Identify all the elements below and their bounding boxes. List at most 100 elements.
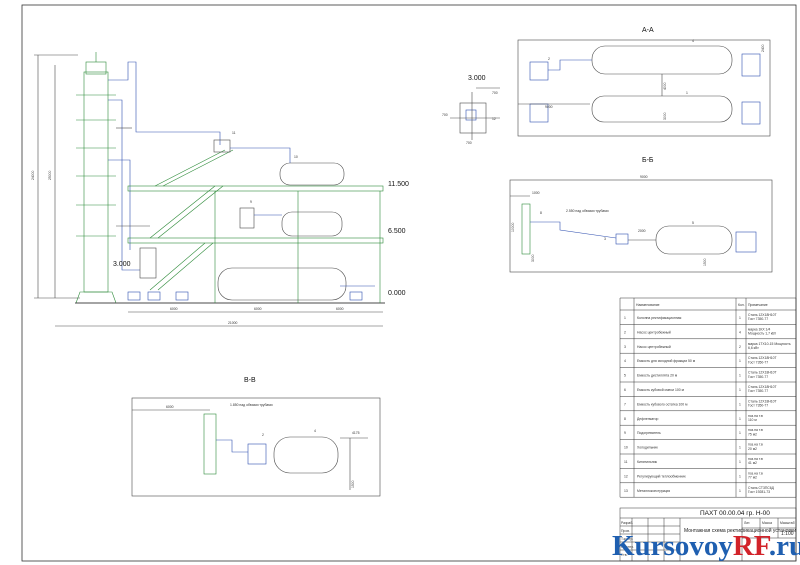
table-cell-name: Дефлегматор — [637, 417, 659, 421]
item-no-10: 10 — [294, 155, 298, 159]
detail-view-labels: 3.000 700 700 700 12 — [442, 75, 498, 145]
detail-dim-3: 700 — [466, 141, 472, 145]
dim-aa-4: 2400 — [761, 44, 765, 52]
dim-height-col: 25000 — [48, 170, 52, 180]
dim-bb-2: 1000 — [532, 191, 540, 195]
table-header-1: Наименование — [636, 303, 660, 307]
table-cell-qty: 1 — [739, 316, 741, 320]
dim-span1: 6000 — [170, 307, 178, 311]
table-header-2: Кол. — [738, 303, 745, 307]
item-bb-5: 5 — [692, 221, 694, 225]
vessel-vv — [273, 436, 339, 474]
role-4: Н.контр. — [621, 545, 634, 549]
dim-aa-2: 3000 — [663, 112, 667, 120]
table-cell-name: Насос центробежный — [637, 330, 671, 334]
vessel-bb — [655, 225, 733, 255]
table-cell-num: 9 — [624, 431, 626, 435]
table-cell-name: Колонна ректификационная — [637, 316, 681, 320]
dim-total-width: 21000 — [228, 321, 238, 325]
table-cell-num: 5 — [624, 374, 626, 378]
item-aa-1: 1 — [686, 91, 688, 95]
table-cell-qty: 1 — [739, 359, 741, 363]
level-top: 11.500 — [388, 181, 409, 188]
floor-top — [127, 185, 384, 192]
table-cell-name: Кипятильник — [637, 460, 657, 464]
section-vv-title: В-В — [244, 377, 256, 384]
table-cell-qty: 1 — [739, 388, 741, 392]
section-aa — [517, 39, 771, 137]
watermark-part-2: RF — [732, 530, 769, 562]
dim-vv-2: 4175 — [352, 431, 360, 435]
table-cell-qty: 4 — [739, 330, 741, 334]
section-aa-title: A-A — [642, 27, 654, 34]
table-cell-qty: 1 — [739, 474, 741, 478]
table-cell-num: 7 — [624, 402, 626, 406]
item-no-9: 9 — [250, 200, 252, 204]
table-cell-name: Емкость для исходной фракции 50 м — [637, 359, 696, 363]
table-cell-num: 10 — [624, 446, 628, 450]
item-vv-2: 2 — [262, 433, 264, 437]
table-cell-num: 6 — [624, 388, 626, 392]
item-no-11: 11 — [232, 131, 236, 135]
table-cell-qty: 1 — [739, 460, 741, 464]
item-aa-2: 2 — [548, 57, 550, 61]
table-cell-name: Емкость кубовой смеси 100 м — [637, 388, 685, 392]
table-cell-qty: 1 — [739, 374, 741, 378]
drawing-scale: 1:100 — [781, 531, 794, 537]
dim-bb-4: 3000 — [531, 254, 535, 262]
dim-bb-6: 1500 — [703, 258, 707, 266]
table-header-3: Примечание — [748, 303, 768, 307]
table-cell-qty: 1 — [739, 417, 741, 421]
section-bb — [509, 179, 773, 273]
table-cell-qty: 1 — [739, 489, 741, 493]
table-cell-num: 4 — [624, 359, 626, 363]
role-3: Т.контр. — [621, 537, 633, 541]
table-cell-name: Емкость дистиллята 20 м — [637, 374, 678, 378]
dim-bb-5: 2000 — [638, 229, 646, 233]
dim-bb-3: 10000 — [511, 222, 515, 232]
section-vv — [131, 397, 381, 497]
main-elevation — [34, 52, 385, 327]
dim-aa-1: 9000 — [545, 105, 553, 109]
spec-table: Наименование Кол.Примечание 1 Колонна ректи… — [619, 297, 797, 498]
dim-vv-3: 1500 — [351, 480, 355, 488]
item-bb-3: 3 — [604, 237, 606, 241]
table-cell-name: Емкость кубового остатка 100 м — [637, 402, 688, 406]
detail-view — [450, 87, 500, 140]
sheet-label-scale: Масштаб — [780, 521, 795, 525]
sheet-label-lit: Лит. — [744, 521, 750, 525]
note-vv: 1.850 над обвязки трубами — [230, 403, 273, 407]
floor-mid — [127, 237, 384, 244]
detail-level: 3.000 — [468, 75, 486, 82]
table-cell-num: 8 — [624, 417, 626, 421]
table-cell-name: Подогреватель — [637, 431, 661, 435]
section-bb-labels: Б-Б 9000 1000 10000 3000 2000 1500 2.550… — [511, 157, 707, 266]
drawing-name: Монтажная схема ректификационной установ… — [684, 527, 796, 534]
item-vv-4: 4 — [314, 429, 316, 433]
dim-span2: 6000 — [254, 307, 262, 311]
sheet-label-mass: Масса — [762, 521, 772, 525]
dim-vv-1: 6000 — [166, 405, 174, 409]
watermark-part-3: .ru — [768, 530, 800, 562]
role-2: Пров. — [621, 529, 630, 533]
dim-span3: 6000 — [336, 307, 344, 311]
table-cell-qty: 2 — [739, 345, 741, 349]
table-cell-num: 11 — [624, 460, 628, 464]
distillation-column — [83, 71, 109, 293]
table-cell-num: 12 — [624, 474, 628, 478]
detail-dim-1: 700 — [492, 91, 498, 95]
site-watermark: KursovoyRF.ru — [612, 528, 800, 564]
section-aa-labels: A-A 9000 3000 4000 2400 2 4 1 — [545, 27, 765, 120]
detail-label: 12 — [492, 117, 496, 121]
level-mid: 6.500 — [388, 228, 406, 235]
